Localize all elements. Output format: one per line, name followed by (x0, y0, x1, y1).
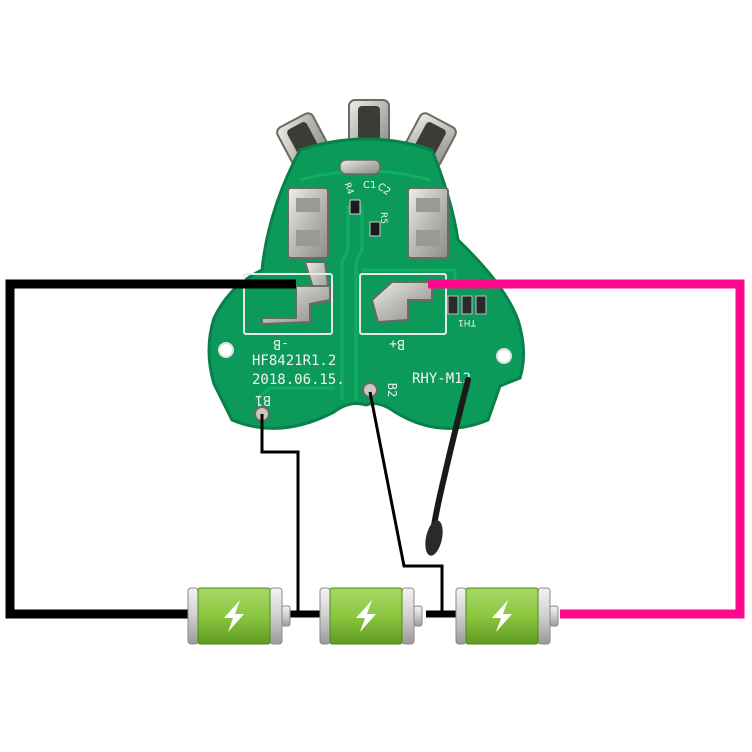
positive-wire (428, 279, 745, 619)
label-r5: R5 (378, 212, 388, 224)
mount-hole-right (496, 348, 512, 364)
label-r4: R4 (341, 181, 355, 196)
pos-pad (359, 273, 447, 335)
battery-cell (455, 587, 559, 645)
battery-cells (187, 587, 559, 645)
smd-components (339, 159, 487, 315)
b2-sense-wire (368, 391, 444, 614)
lightning-bolt-icon (356, 600, 376, 632)
label-b2: B2 (385, 383, 399, 397)
right-blade-terminal (407, 187, 449, 259)
battery-cell (187, 587, 291, 645)
neg-pad (243, 273, 333, 335)
b1-sense-wire (260, 414, 300, 614)
label-date: 2018.06.15. (252, 372, 345, 388)
label-brand: RHY-M12 (412, 371, 471, 387)
thermistor-probe (425, 377, 471, 556)
lightning-bolt-icon (492, 600, 512, 632)
label-th1: TH1 (458, 317, 477, 327)
mount-hole-left (218, 342, 234, 358)
label-pos: B+ (389, 336, 405, 351)
lightning-bolt-icon (224, 600, 244, 632)
label-c1: C1 (363, 180, 376, 191)
label-neg: -B (273, 336, 289, 351)
top-contact-center (348, 99, 390, 149)
label-model: HF8421R1.2 (252, 353, 336, 369)
battery-cell (319, 587, 423, 645)
label-b1: B1 (255, 392, 271, 407)
negative-wire (5, 279, 296, 619)
